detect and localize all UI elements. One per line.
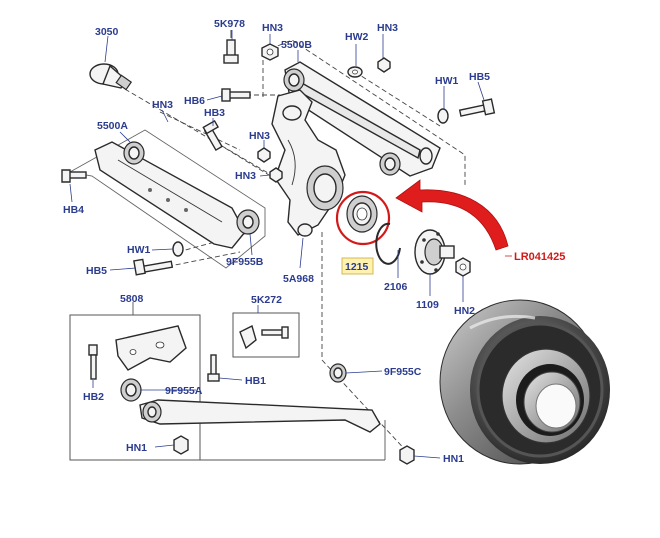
part-1109-hub bbox=[414, 229, 455, 275]
label-9F955C: 9F955C bbox=[384, 366, 422, 378]
part-5K272-bracket bbox=[239, 324, 289, 350]
label-3050: 3050 bbox=[95, 26, 119, 38]
part-HN2-nut bbox=[455, 257, 471, 277]
label-HB4: HB4 bbox=[63, 204, 84, 216]
highlight-circle bbox=[335, 190, 391, 246]
part-2106-circlip bbox=[375, 222, 401, 265]
part-HB4-bolt bbox=[61, 169, 87, 183]
label-5A968: 5A968 bbox=[283, 273, 314, 285]
label-5500A: 5500A bbox=[97, 120, 128, 132]
label-LR041425: LR041425 bbox=[514, 251, 565, 263]
wheel-bearing-photo bbox=[439, 299, 610, 465]
dashed-guide bbox=[159, 251, 241, 269]
part-HB6-bolt bbox=[221, 88, 251, 102]
part-HB2-bolt bbox=[88, 344, 98, 380]
part-HB1-bolt bbox=[207, 354, 220, 382]
label-HN3-right: HN3 bbox=[377, 22, 398, 34]
part-HW1-washer-right bbox=[437, 108, 449, 124]
label-9F955A: 9F955A bbox=[165, 385, 203, 397]
label-HN3-lower: HN3 bbox=[235, 170, 256, 182]
part-3050-driveshaft bbox=[89, 63, 133, 91]
part-HN1-nut-right bbox=[399, 445, 415, 465]
label-HN1-left: HN1 bbox=[126, 442, 147, 454]
label-HN3-mid: HN3 bbox=[249, 130, 270, 142]
part-5500A-lower-arm bbox=[94, 141, 260, 249]
part-HB5-bolt-left bbox=[133, 258, 174, 276]
label-HW2: HW2 bbox=[345, 31, 368, 43]
part-lower-arm-long bbox=[139, 399, 381, 433]
label-5K272: 5K272 bbox=[251, 294, 282, 306]
label-1215-highlight bbox=[341, 257, 374, 275]
part-HW1-washer-left bbox=[172, 241, 184, 257]
dashed-guide bbox=[224, 147, 291, 189]
part-1215-bearing bbox=[346, 195, 378, 233]
part-HN3-nut-lower bbox=[269, 167, 283, 183]
dashed-guide bbox=[177, 231, 253, 253]
label-HB5-right: HB5 bbox=[469, 71, 490, 83]
label-5808: 5808 bbox=[120, 293, 144, 305]
label-HB1: HB1 bbox=[245, 375, 266, 387]
part-HN3-nut-mid bbox=[257, 147, 271, 163]
label-5500B: 5500B bbox=[281, 39, 312, 51]
part-HN3-nut-right bbox=[377, 57, 391, 73]
label-HB6: HB6 bbox=[184, 95, 205, 107]
label-HN3-left: HN3 bbox=[152, 99, 173, 111]
label-HN3-top: HN3 bbox=[262, 22, 283, 34]
dashed-guide bbox=[159, 111, 241, 151]
dashed-guide bbox=[354, 71, 441, 127]
label-2106: 2106 bbox=[384, 281, 408, 293]
part-HN3-nut-top bbox=[261, 43, 279, 61]
label-HB3: HB3 bbox=[204, 107, 225, 119]
label-HN1-right: HN1 bbox=[443, 453, 464, 465]
leader-lines bbox=[69, 30, 512, 459]
part-5K978-bolt bbox=[223, 30, 239, 64]
part-HW2-washer bbox=[347, 66, 363, 78]
label-1109: 1109 bbox=[416, 299, 439, 311]
label-5K978: 5K978 bbox=[214, 18, 245, 30]
part-HB5-bolt-right bbox=[458, 98, 496, 117]
5K272-frame bbox=[232, 312, 300, 358]
part-5808-bracket bbox=[115, 325, 187, 371]
part-HB3-bolt bbox=[202, 119, 223, 151]
5500A-outline-frame bbox=[69, 129, 266, 269]
part-5500B-upper-arm bbox=[283, 61, 441, 177]
label-HB2: HB2 bbox=[83, 391, 104, 403]
dashed-guide bbox=[117, 84, 281, 181]
label-9F955B: 9F955B bbox=[226, 256, 264, 268]
label-HW1-right: HW1 bbox=[435, 75, 458, 87]
part-knuckle bbox=[271, 89, 346, 237]
part-9F955A-bush bbox=[120, 378, 142, 402]
5808-frame bbox=[69, 314, 201, 461]
dashed-guide bbox=[321, 359, 411, 456]
label-HW1-left: HW1 bbox=[127, 244, 150, 256]
label-1215: 1215 bbox=[345, 261, 369, 273]
part-HN1-nut-left bbox=[173, 435, 189, 455]
part-9F955C-bush bbox=[329, 363, 347, 383]
label-HB5-left: HB5 bbox=[86, 265, 107, 277]
red-curved-arrow-icon bbox=[395, 179, 509, 251]
label-HN2: HN2 bbox=[454, 305, 475, 317]
